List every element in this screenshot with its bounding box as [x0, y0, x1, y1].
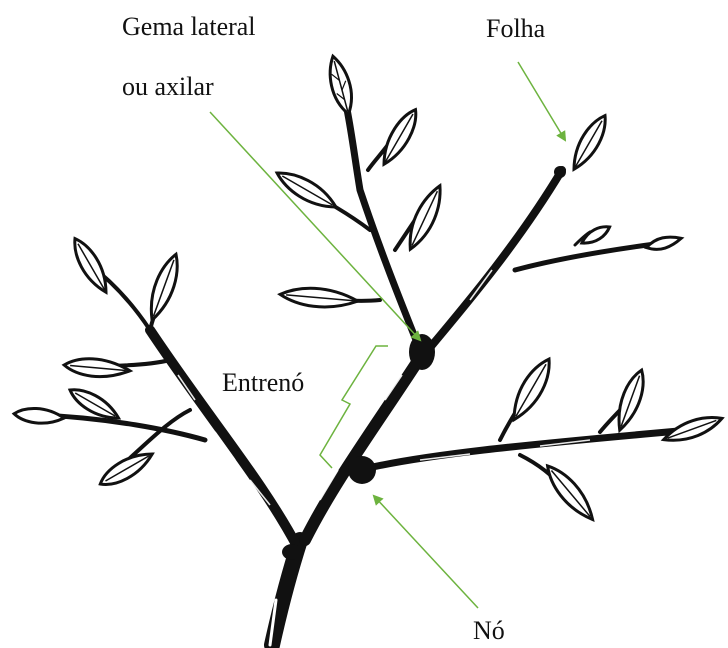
gema-axilar-label: ou axilar: [122, 74, 214, 100]
folha-label: Folha: [486, 16, 545, 42]
no-arrow: [374, 496, 478, 608]
folha-arrow: [518, 62, 565, 140]
entreno-label: Entrenó: [222, 370, 304, 396]
stems: [40, 100, 690, 645]
gema-lateral-label: Gema lateral: [122, 14, 256, 40]
no-label: Nó: [473, 618, 505, 644]
